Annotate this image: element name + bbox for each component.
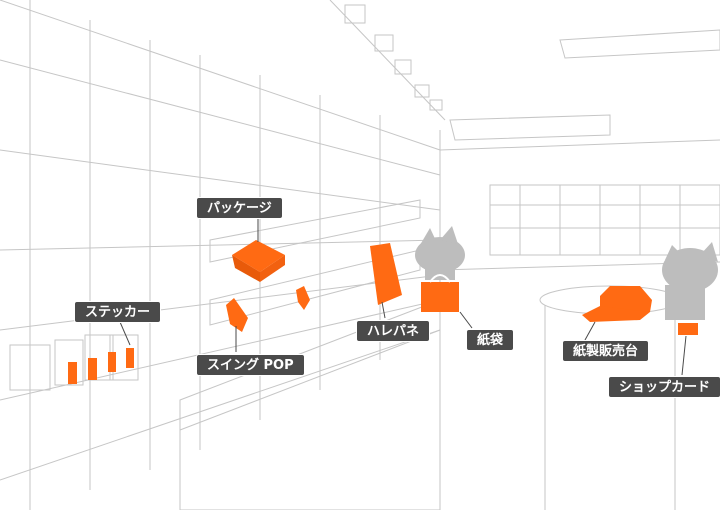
package-item bbox=[232, 240, 285, 272]
swing-pop-item bbox=[226, 298, 248, 332]
label-sticker: ステッカー bbox=[74, 301, 162, 323]
label-paper-bag: 紙袋 bbox=[466, 329, 515, 351]
highlighted-items bbox=[68, 240, 698, 384]
plant-decor bbox=[415, 226, 718, 320]
paper-stand-item bbox=[600, 286, 652, 312]
sticker-item bbox=[68, 362, 77, 384]
label-package: パッケージ bbox=[196, 197, 283, 219]
shop-card-item bbox=[678, 323, 698, 335]
leader-lines bbox=[119, 218, 687, 376]
label-paper-stand: 紙製販売台 bbox=[562, 340, 650, 362]
label-shop-card: ショップカード bbox=[608, 376, 720, 398]
harepane-item bbox=[370, 243, 402, 305]
label-swing-pop: スイング POP bbox=[196, 354, 305, 376]
label-harepane: ハレパネ bbox=[356, 320, 431, 342]
paper-bag-item bbox=[421, 282, 459, 312]
